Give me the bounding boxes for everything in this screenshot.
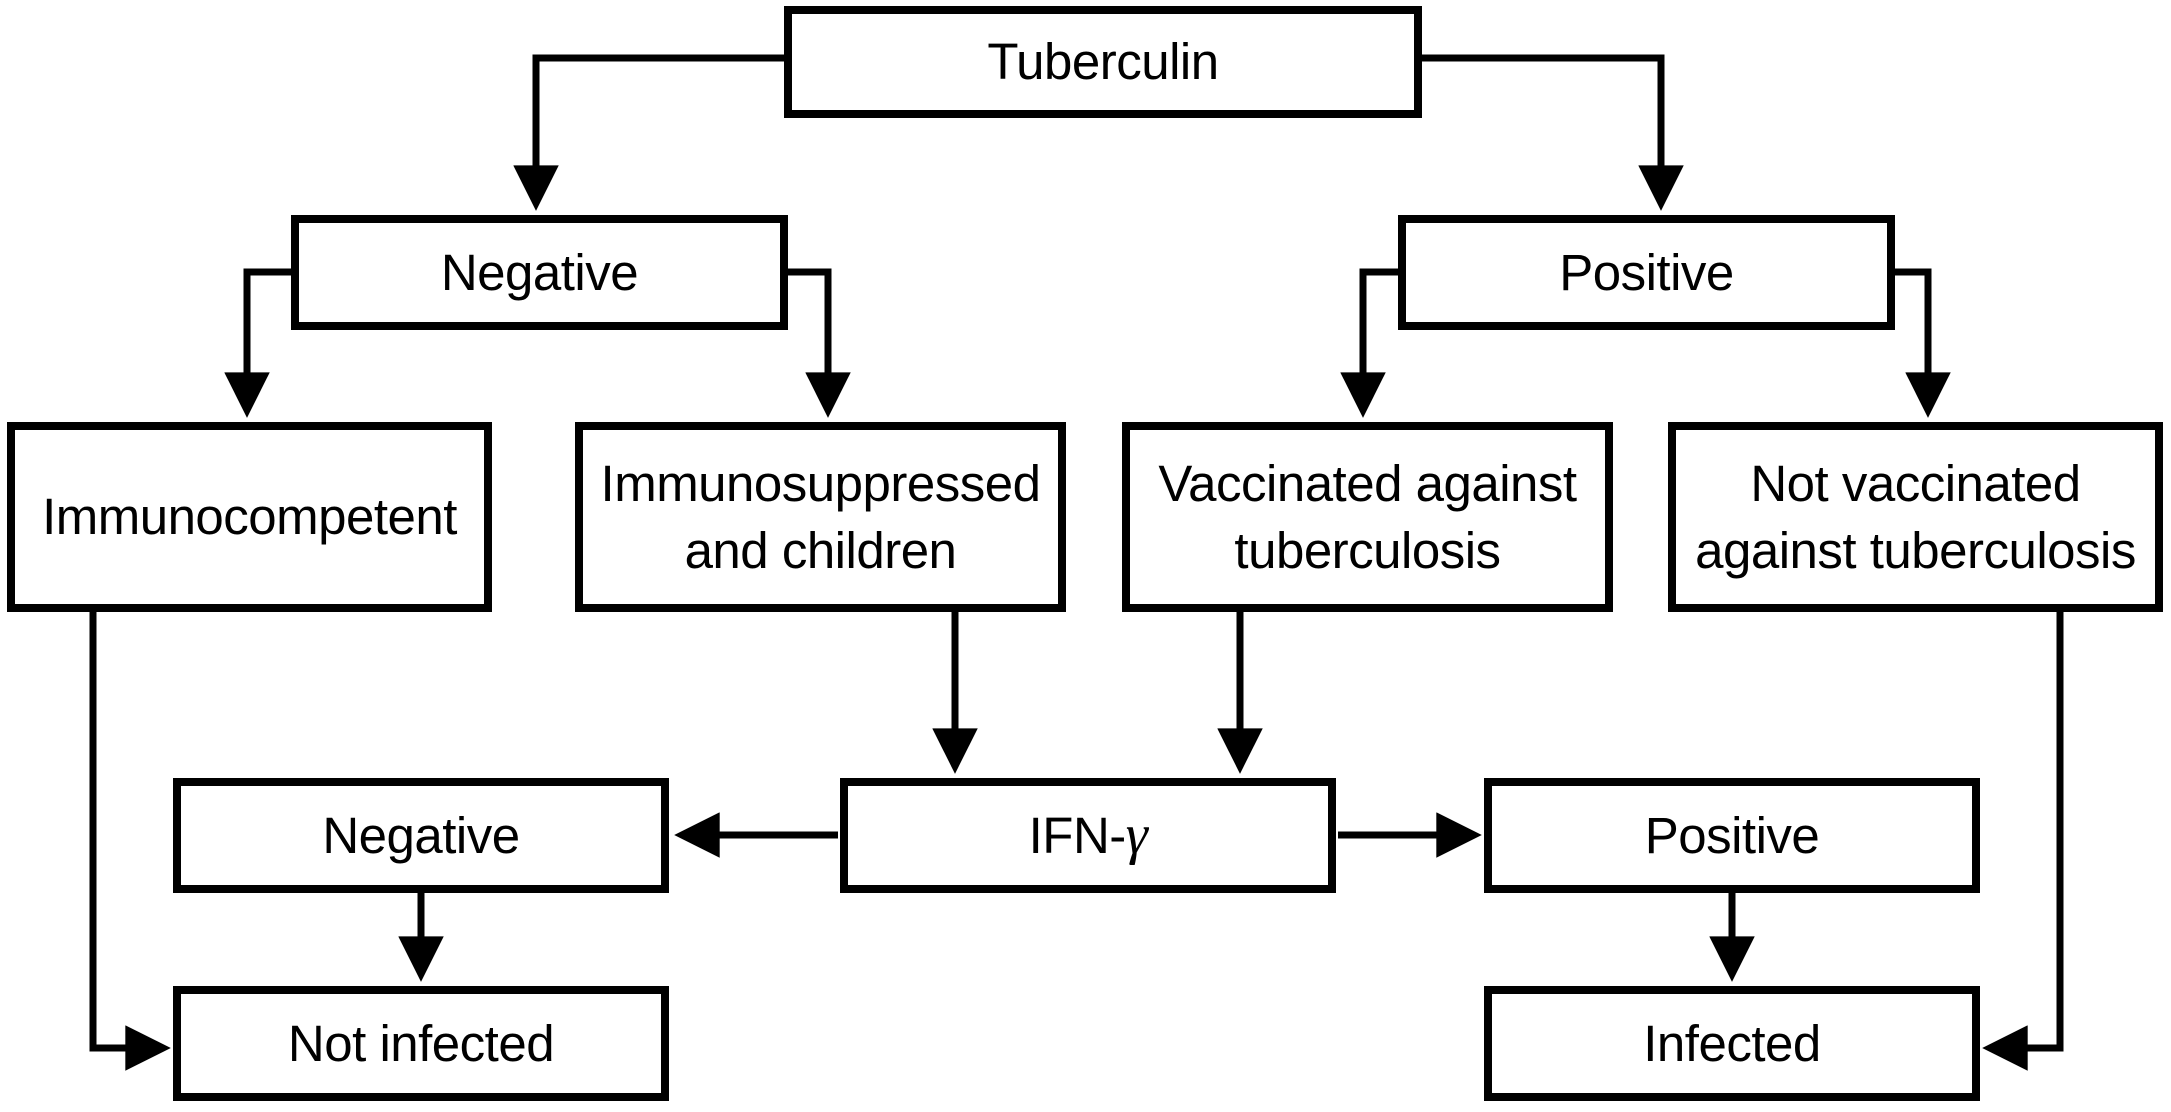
- node-tuberculin: Tuberculin: [784, 6, 1422, 118]
- node-immunosuppressed-and-children-label: Immunosuppressed and children: [600, 454, 1041, 579]
- node-ifn-positive: Positive: [1484, 778, 1980, 893]
- node-immunocompetent: Immunocompetent: [7, 422, 492, 612]
- node-ifn-positive-label: Positive: [1644, 806, 1820, 864]
- node-tuberculin-positive: Positive: [1398, 215, 1895, 330]
- node-immunosuppressed-and-children: Immunosuppressed and children: [575, 422, 1066, 612]
- node-not-infected-label: Not infected: [287, 1014, 555, 1072]
- edge-negative-to-immunosuppressed: [786, 268, 851, 418]
- edge-tuberculin-to-negative: [513, 54, 784, 211]
- node-ifn-negative-label: Negative: [322, 806, 520, 864]
- node-infected: Infected: [1484, 986, 1980, 1101]
- node-tuberculin-negative: Negative: [291, 215, 788, 330]
- node-tuberculin-negative-label: Negative: [440, 243, 639, 301]
- node-vaccinated-against-tuberculosis-label: Vaccinated against tuberculosis: [1158, 454, 1577, 579]
- node-not-infected: Not infected: [173, 986, 669, 1101]
- edge-positive-to-vaccinated: [1340, 268, 1400, 418]
- node-ifn-gamma: IFN-γ: [840, 778, 1336, 893]
- gamma-glyph: γ: [1125, 803, 1148, 866]
- node-infected-label: Infected: [1643, 1014, 1821, 1072]
- node-tuberculin-label: Tuberculin: [987, 33, 1219, 91]
- edge-positive-to-not-vaccinated: [1893, 268, 1951, 418]
- edge-negative-to-immunocompetent: [224, 268, 293, 418]
- ifn-prefix-text: IFN-: [1028, 806, 1127, 864]
- node-not-vaccinated-against-tuberculosis-label: Not vaccinated against tuberculosis: [1695, 454, 2136, 579]
- node-ifn-gamma-label: IFN-γ: [1025, 799, 1152, 873]
- node-vaccinated-against-tuberculosis: Vaccinated against tuberculosis: [1122, 422, 1613, 612]
- node-not-vaccinated-against-tuberculosis: Not vaccinated against tuberculosis: [1668, 422, 2163, 612]
- node-ifn-negative: Negative: [173, 778, 669, 893]
- node-immunocompetent-label: Immunocompetent: [42, 488, 457, 546]
- edge-tuberculin-to-positive: [1422, 54, 1684, 211]
- edge-immunocompetent-to-not-infected: [89, 610, 171, 1071]
- node-tuberculin-positive-label: Positive: [1559, 243, 1734, 301]
- edge-not-vaccinated-to-infected: [1982, 610, 2064, 1071]
